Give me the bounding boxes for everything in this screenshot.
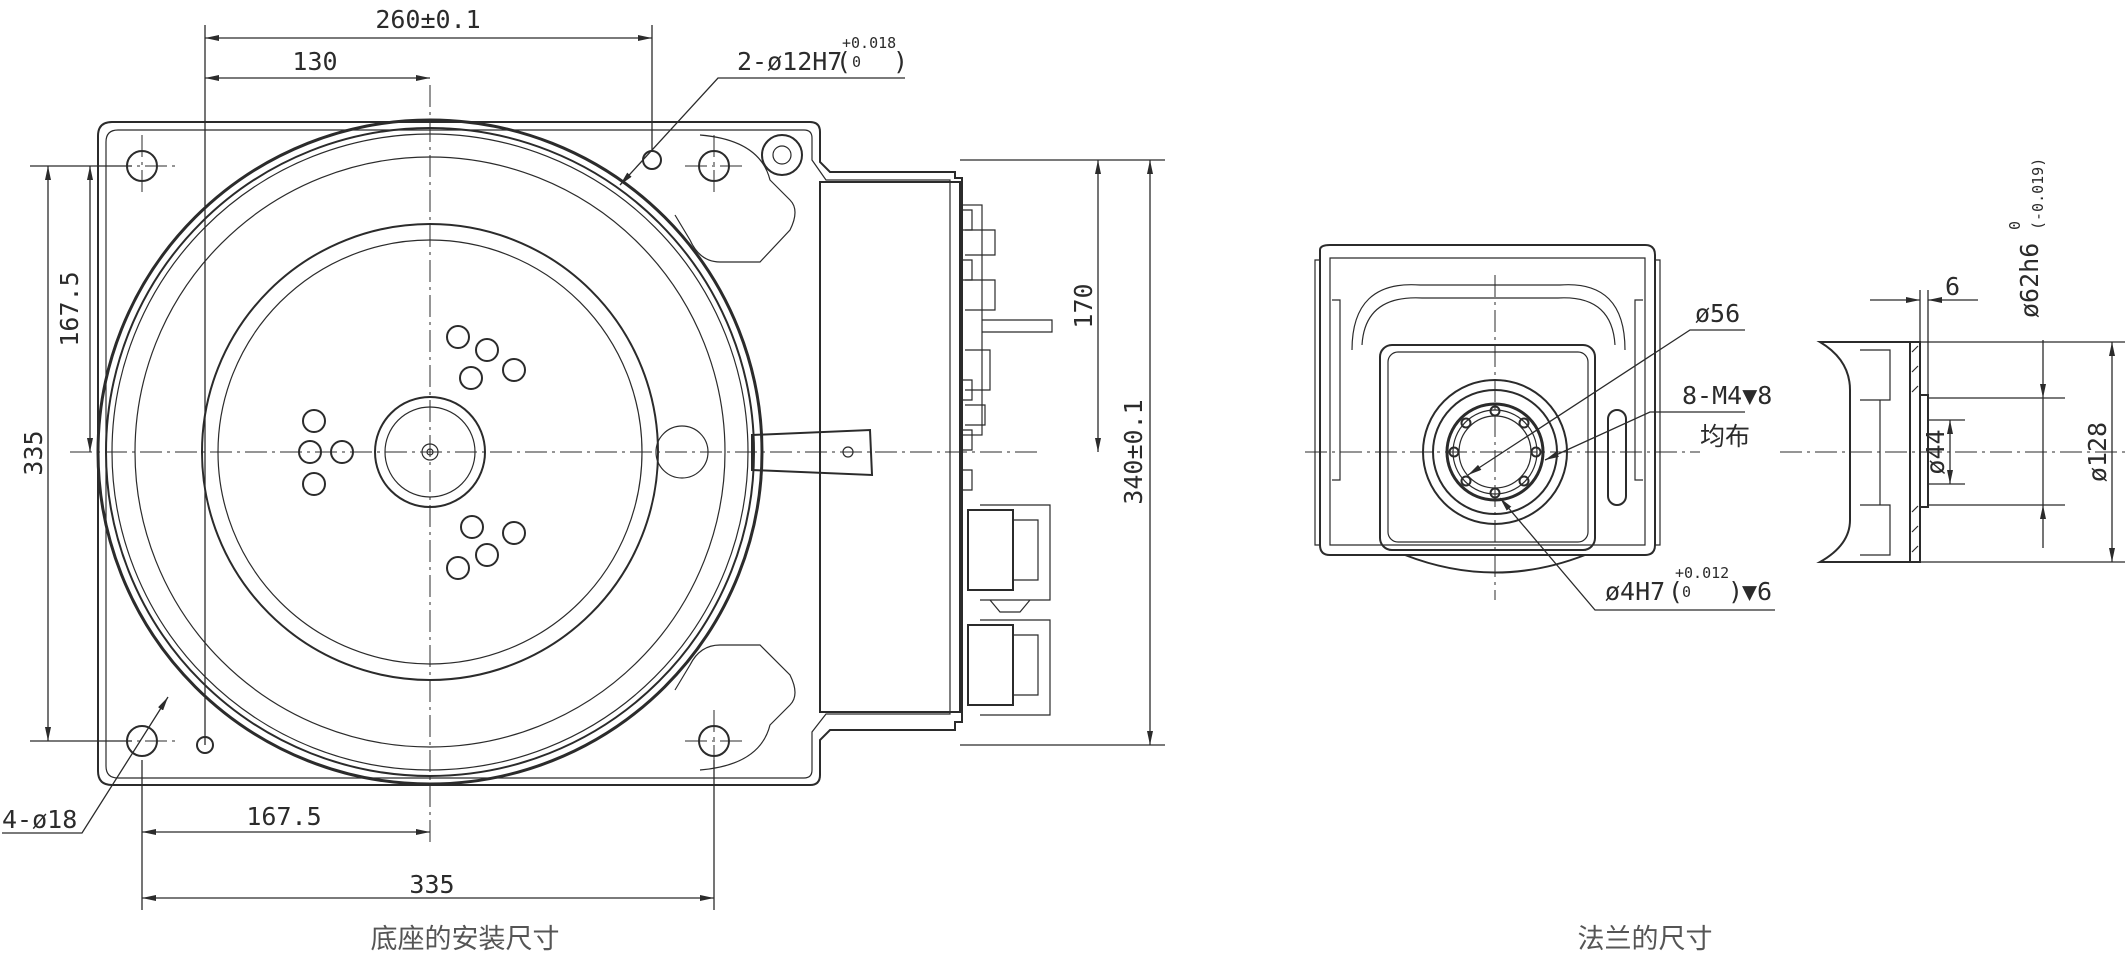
dim-340: 340±0.1 [1119,399,1148,504]
base-plate-inner-outline [105,129,951,779]
dim-335-bottom: 335 [409,870,454,899]
flange-housing-inner [1329,257,1646,546]
dim-167-bottom: 167.5 [246,802,321,831]
connector-clip-2 [980,619,1051,716]
base-view: 260±0.1 130 2-ø12H7 +0.018 0 ( ) 335 167… [2,5,1165,954]
svg-text:(: ( [1668,577,1683,606]
upper-slot [674,134,796,263]
corner-boss [761,134,803,176]
flange-arch-2 [1361,297,1616,346]
svg-text:): ) [893,47,908,76]
flange-spigot [1919,394,1929,508]
dim-hole-4: 4-ø18 [2,805,77,834]
flange-side-right [1634,259,1661,546]
base-plate-outline [97,121,963,786]
side-slot-right [1607,409,1627,506]
cable-box [819,181,961,713]
dim-130: 130 [292,47,337,76]
connector-detail-1 [965,229,1053,426]
dim-d62-tol: (-0.019) [2029,158,2047,230]
caption-base: 底座的安装尺寸 [371,924,560,954]
dim-335-left: 335 [19,430,48,475]
flange-plate-inner [1387,351,1589,543]
dim-six: 6 [1945,272,1960,301]
connector-bottom-1 [967,509,1014,591]
dim-260: 260±0.1 [375,5,480,34]
dim-167-left: 167.5 [55,271,84,346]
connector-clip-1 [980,504,1051,613]
flange-arch [1351,284,1626,351]
caption-flange: 法兰的尺寸 [1578,924,1713,954]
svg-text:(: ( [836,47,851,76]
pin-hole-top [642,150,662,170]
dim-pin-depth: ▼6 [1742,577,1772,606]
dim-pin: ø4H7 [1605,577,1665,606]
flange-side-view: 6 ø62h6 (-0.019) 0 ø44 ø128 [1780,158,2125,563]
flange-side-left [1314,259,1341,546]
flange-front-view: ø56 8-M4▼8 均布 ø4H7 ( +0.012 0 ) ▼6 [1305,244,1775,611]
flange-housing-outline [1319,244,1656,556]
connector-bottom-2 [967,624,1014,706]
dim-even: 均布 [1700,422,1750,451]
small-holes [298,325,526,580]
dim-d62: ø62h6 [2015,243,2044,318]
corner-boss-inner [772,145,792,165]
flange-plate [1379,344,1596,551]
dim-170: 170 [1069,283,1098,328]
dim-pin-tol-low: 0 [1682,583,1691,601]
dim-hole-2-tol-low: 0 [852,53,861,71]
cable-port-arm [751,428,874,477]
svg-text:2-ø12H7: 2-ø12H7 [737,47,842,76]
dim-thread: 8-M4▼8 [1682,381,1772,410]
flange-hatch [1911,345,1919,553]
svg-text:): ) [1728,577,1743,606]
dim-d62-tol-zero: 0 [2006,221,2024,230]
lower-slot [674,644,796,771]
arm-section [1816,341,1911,563]
dim-hole-2-tol-up: +0.018 [842,34,896,52]
dim-d128: ø128 [2083,422,2112,482]
dim-d56: ø56 [1695,299,1740,328]
dim-pin-tol-up: +0.012 [1675,564,1729,582]
side-plug-strip [962,209,973,491]
dim-d44: ø44 [1921,429,1950,474]
